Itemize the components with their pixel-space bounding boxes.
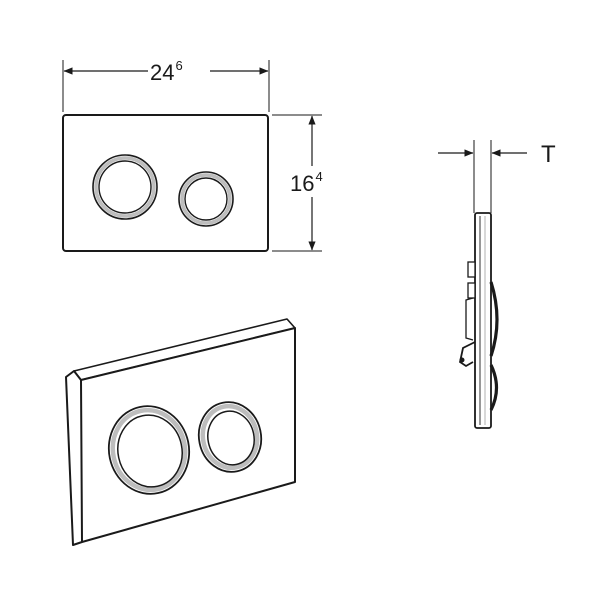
isometric-view [65, 318, 296, 546]
side-view: T [438, 140, 556, 429]
width-value: 24 [150, 60, 174, 85]
thickness-label: T [541, 141, 556, 168]
height-label: 164 [290, 169, 323, 196]
height-superscript: 4 [315, 169, 322, 184]
front-view: 246 164 [62, 58, 323, 252]
height-dimension: 164 [272, 114, 323, 252]
side-mechanism [458, 261, 476, 368]
width-label: 246 [150, 58, 183, 85]
iso-small-button [197, 401, 263, 473]
height-value: 16 [290, 171, 314, 196]
iso-large-button [107, 405, 191, 495]
front-small-button [178, 171, 234, 227]
width-superscript: 6 [175, 58, 182, 73]
front-large-button [92, 154, 158, 220]
side-plate [474, 212, 492, 429]
side-button-profile [489, 281, 499, 411]
width-dimension: 246 [62, 58, 270, 112]
thickness-dimension: T [438, 140, 556, 213]
